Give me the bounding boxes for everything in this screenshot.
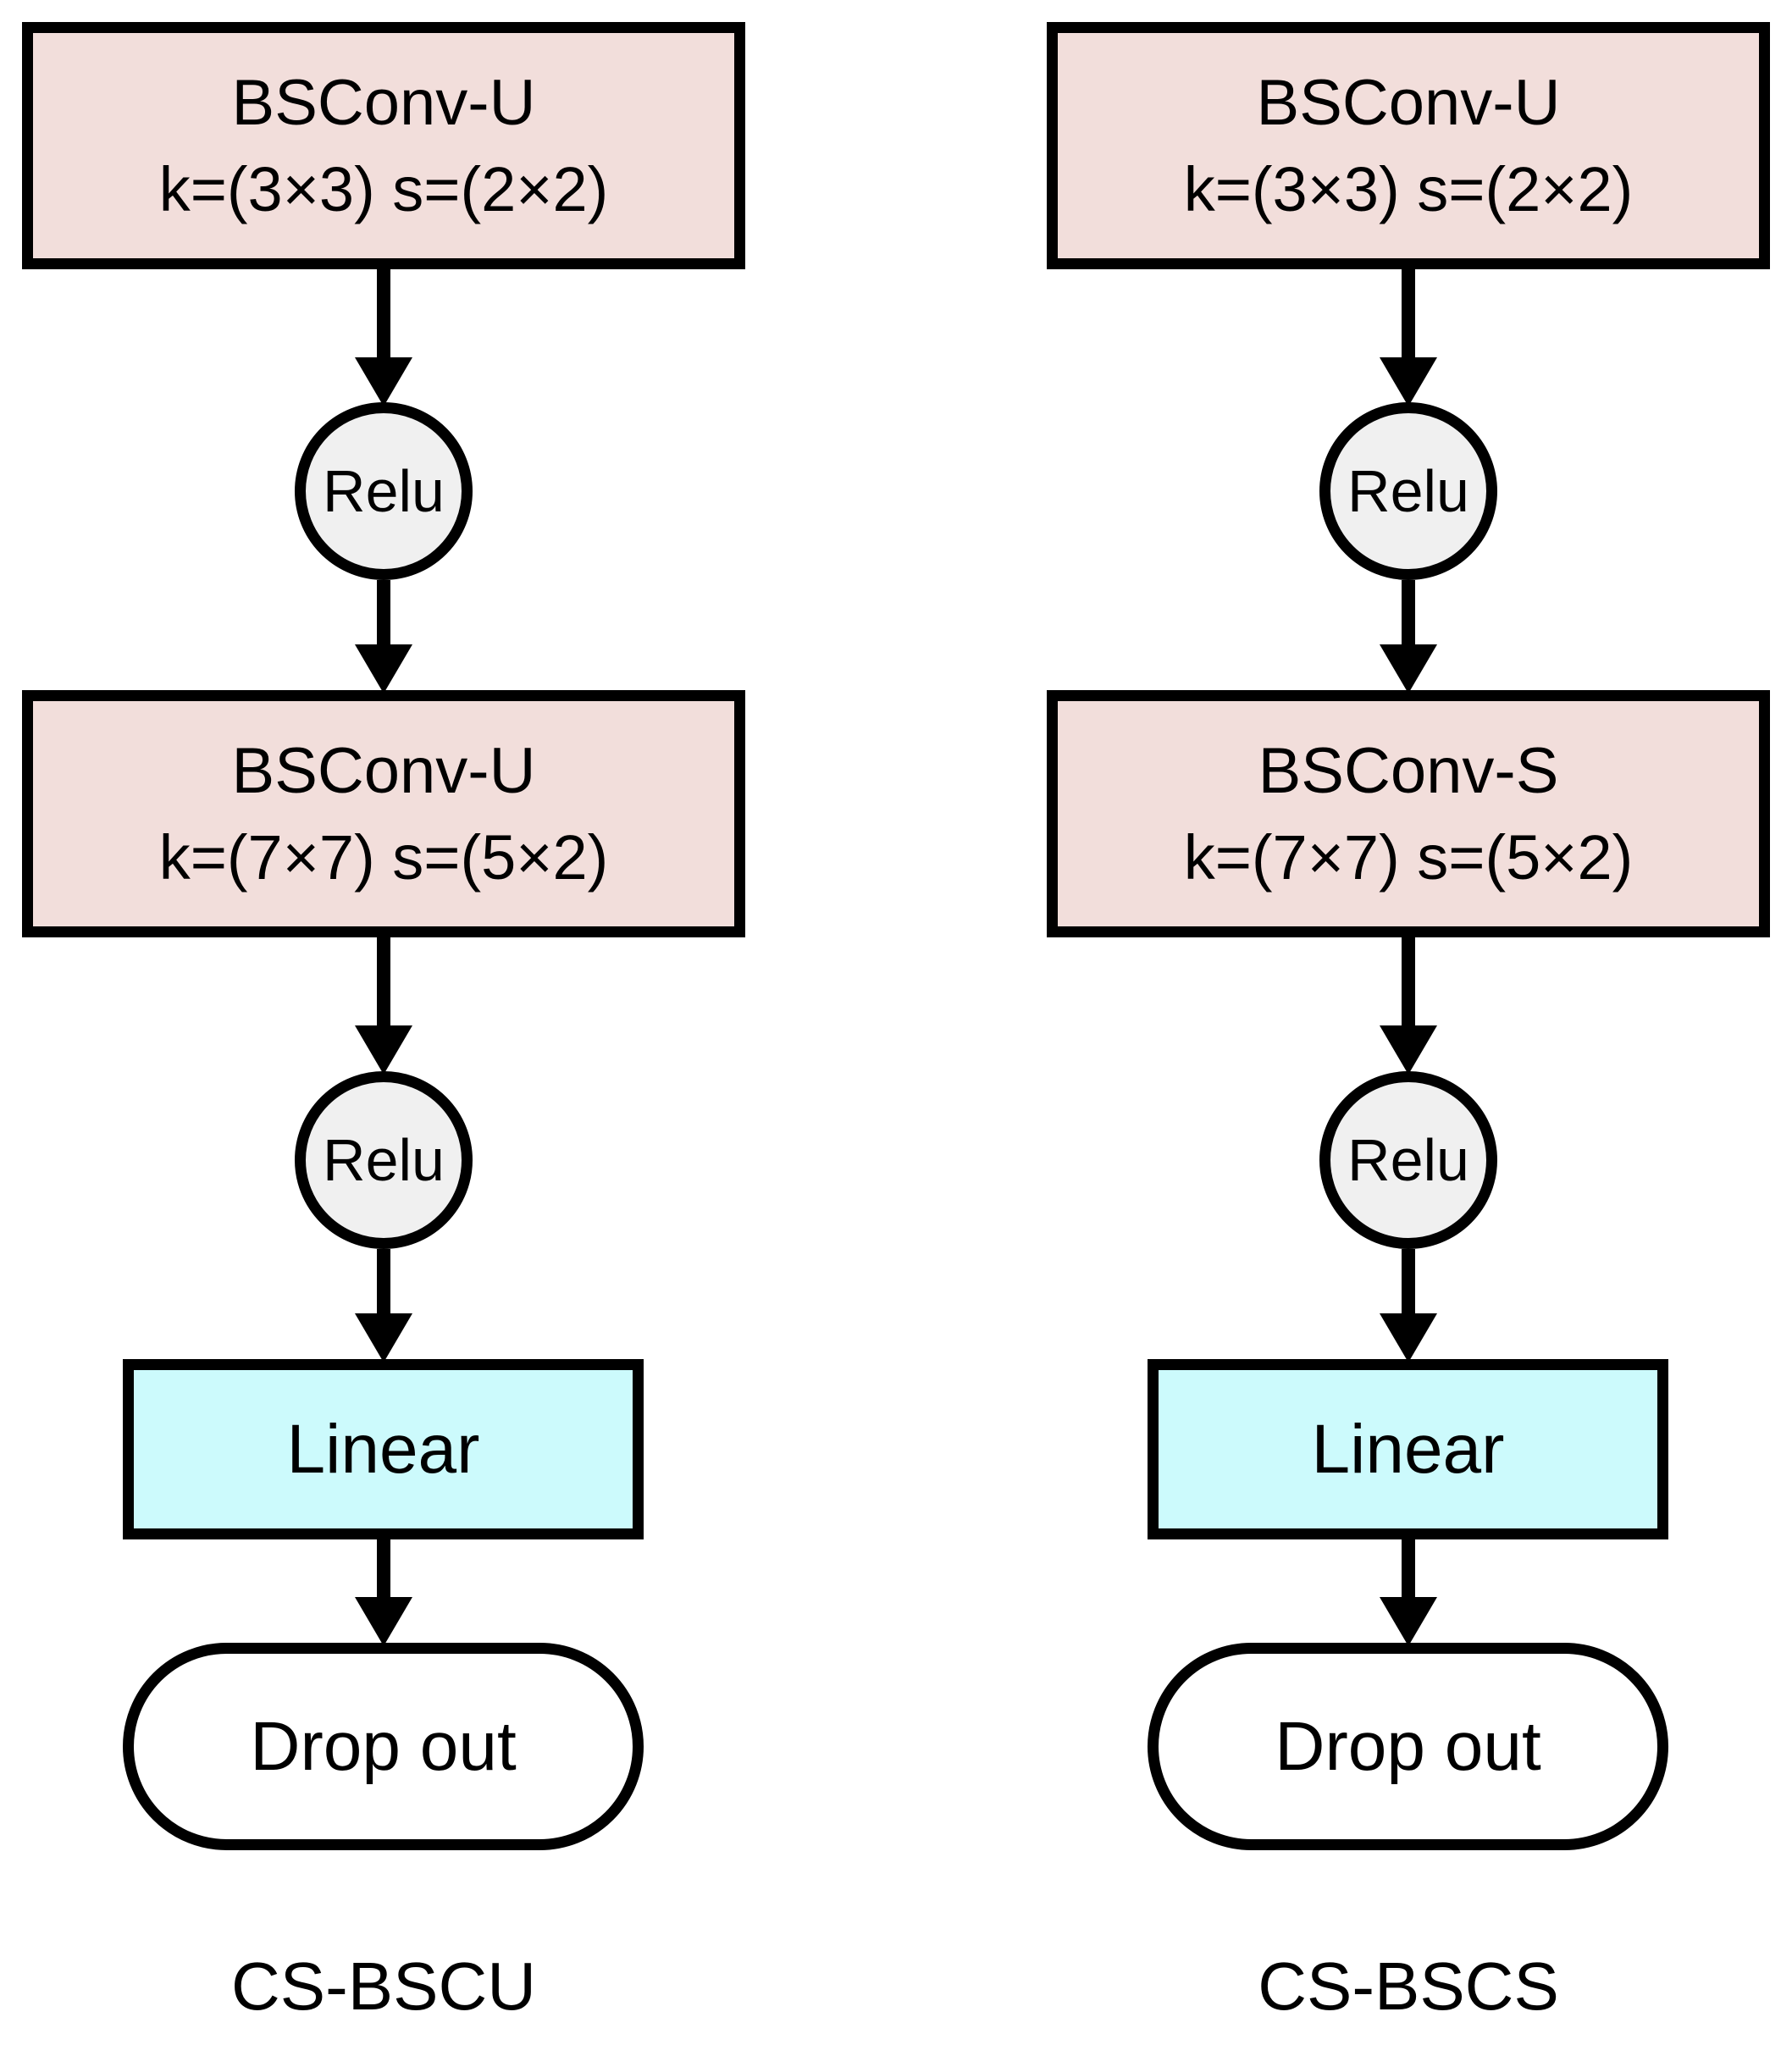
- conv-block-2-params: k=(7×7) s=(5×2): [158, 822, 609, 893]
- activation-node-1[interactable]: Relu: [295, 402, 473, 580]
- conv-block-2-params: k=(7×7) s=(5×2): [1183, 822, 1634, 893]
- conv-block-2-title: BSConv-S: [1258, 734, 1559, 807]
- linear-block[interactable]: Linear: [123, 1359, 644, 1539]
- arrow-shaft: [1402, 269, 1415, 362]
- conv-block-1-params: k=(3×3) s=(2×2): [1183, 154, 1634, 225]
- activation-node-2[interactable]: Relu: [1319, 1071, 1497, 1249]
- arrow-conv2-to-relu2: [355, 937, 412, 1075]
- arrow-shaft: [1402, 1539, 1415, 1602]
- conv-block-2[interactable]: BSConv-S k=(7×7) s=(5×2): [1047, 690, 1770, 937]
- arrow-head-icon: [1380, 644, 1437, 694]
- conv-block-2[interactable]: BSConv-U k=(7×7) s=(5×2): [22, 690, 745, 937]
- arrow-linear-to-dropout: [1380, 1539, 1437, 1648]
- conv-block-1-title: BSConv-U: [231, 66, 536, 139]
- arrow-head-icon: [1380, 1025, 1437, 1075]
- arrow-head-icon: [355, 1313, 412, 1362]
- linear-block-label: Linear: [286, 1410, 480, 1488]
- arrow-shaft: [377, 1249, 390, 1318]
- conv-block-2-title: BSConv-U: [231, 734, 536, 807]
- conv-block-1[interactable]: BSConv-U k=(3×3) s=(2×2): [22, 22, 745, 269]
- arrow-head-icon: [1380, 357, 1437, 406]
- arrow-conv1-to-relu1: [355, 269, 412, 406]
- activation-node-1-label: Relu: [323, 458, 445, 524]
- arrow-relu1-to-conv2: [355, 580, 412, 694]
- column-caption-cs-bscs: CS-BSCS: [1258, 1948, 1559, 2024]
- arrow-shaft: [1402, 580, 1415, 649]
- column-caption-cs-bscu: CS-BSCU: [230, 1948, 537, 2024]
- dropout-block-label: Drop out: [1275, 1707, 1541, 1785]
- dropout-block[interactable]: Drop out: [123, 1643, 644, 1850]
- arrow-conv2-to-relu2: [1380, 937, 1437, 1075]
- arrow-head-icon: [355, 1025, 412, 1075]
- dropout-block-label: Drop out: [250, 1707, 517, 1785]
- arrow-head-icon: [1380, 1313, 1437, 1362]
- linear-block[interactable]: Linear: [1148, 1359, 1668, 1539]
- arrow-head-icon: [1380, 1597, 1437, 1646]
- arrow-linear-to-dropout: [355, 1539, 412, 1648]
- conv-block-1-title: BSConv-U: [1256, 66, 1561, 139]
- arrow-relu2-to-linear: [1380, 1249, 1437, 1363]
- pipeline-column-cs-bscs: BSConv-U k=(3×3) s=(2×2) Relu BSConv-S k…: [1025, 0, 1792, 2067]
- arrow-head-icon: [355, 1597, 412, 1646]
- activation-node-2-label: Relu: [323, 1127, 445, 1193]
- arrow-conv1-to-relu1: [1380, 269, 1437, 406]
- arrow-shaft: [377, 580, 390, 649]
- activation-node-2-label: Relu: [1347, 1127, 1469, 1193]
- activation-node-1[interactable]: Relu: [1319, 402, 1497, 580]
- arrow-shaft: [1402, 1249, 1415, 1318]
- arrow-relu2-to-linear: [355, 1249, 412, 1363]
- pipeline-column-cs-bscu: BSConv-U k=(3×3) s=(2×2) Relu BSConv-U k…: [0, 0, 767, 2067]
- arrow-shaft: [377, 1539, 390, 1602]
- arrow-shaft: [377, 937, 390, 1031]
- arrow-relu1-to-conv2: [1380, 580, 1437, 694]
- activation-node-1-label: Relu: [1347, 458, 1469, 524]
- activation-node-2[interactable]: Relu: [295, 1071, 473, 1249]
- arrow-shaft: [377, 269, 390, 362]
- conv-block-1-params: k=(3×3) s=(2×2): [158, 154, 609, 225]
- arrow-head-icon: [355, 357, 412, 406]
- arrow-shaft: [1402, 937, 1415, 1031]
- dropout-block[interactable]: Drop out: [1148, 1643, 1668, 1850]
- conv-block-1[interactable]: BSConv-U k=(3×3) s=(2×2): [1047, 22, 1770, 269]
- linear-block-label: Linear: [1311, 1410, 1505, 1488]
- arrow-head-icon: [355, 644, 412, 694]
